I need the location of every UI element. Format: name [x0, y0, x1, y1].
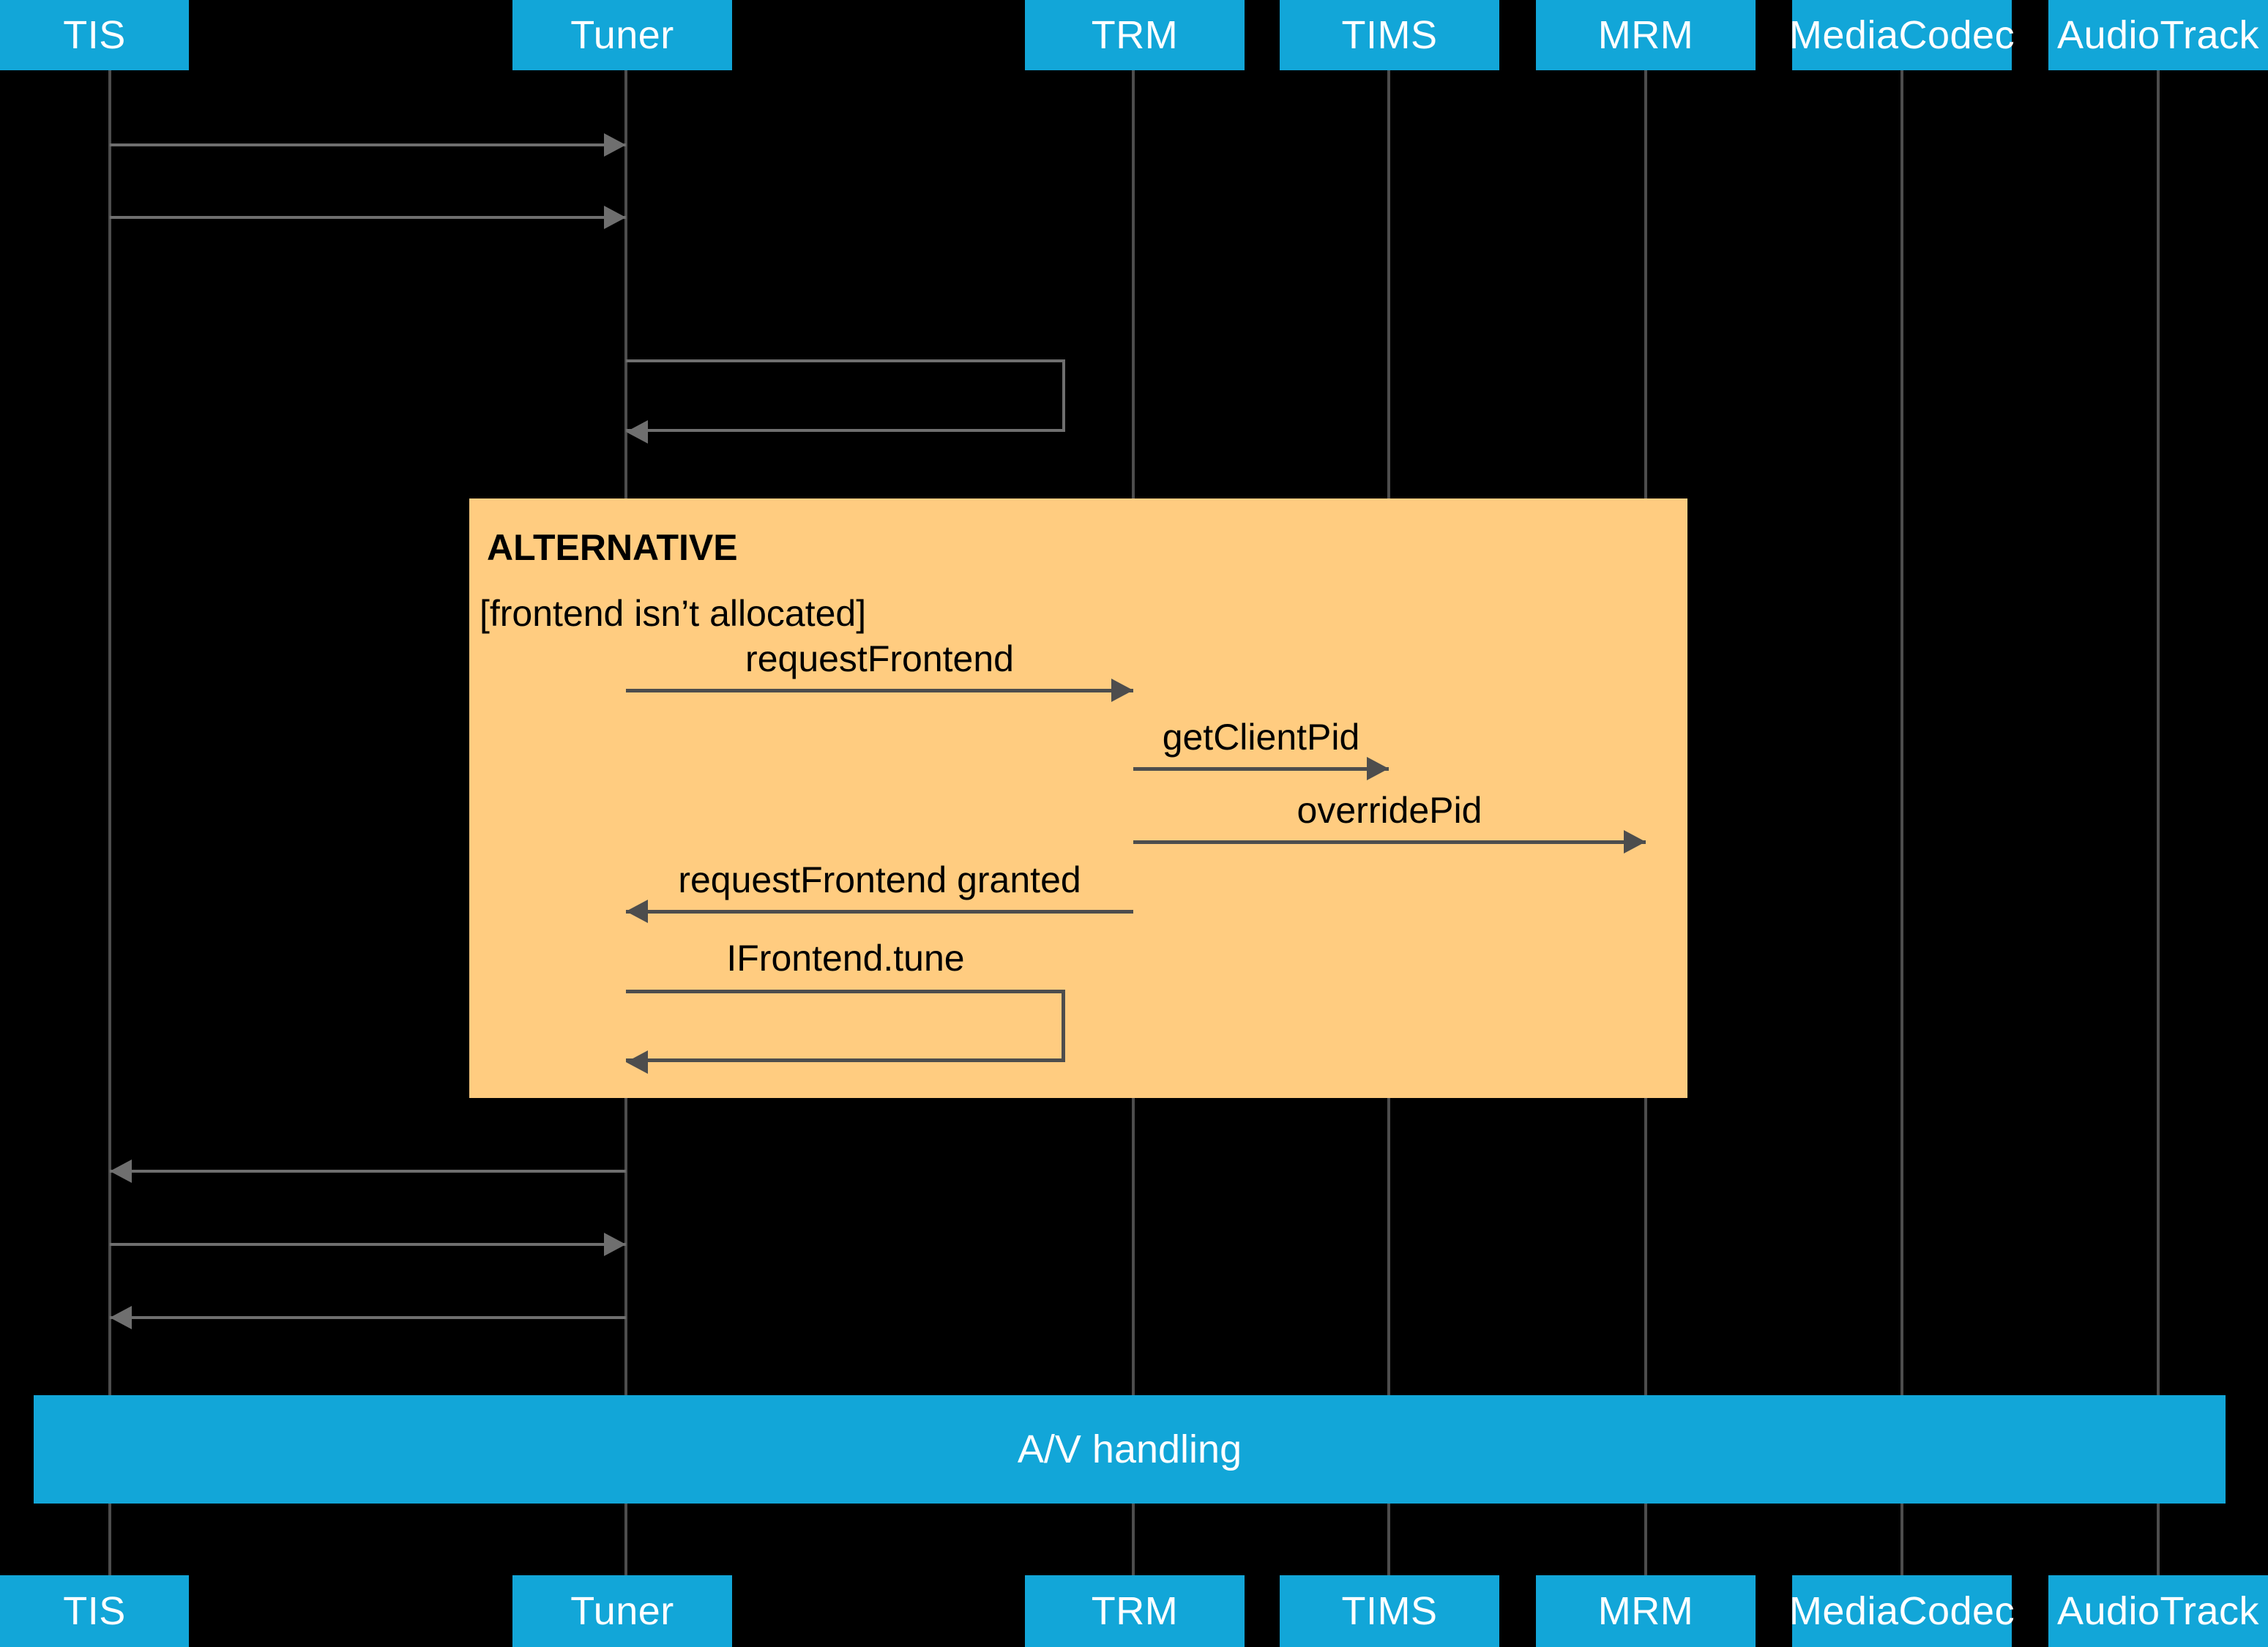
actor-footer-tims[interactable]: TIMS — [1280, 1575, 1499, 1647]
message-line-m9 — [110, 1170, 626, 1173]
actor-footer-mediacodec[interactable]: MediaCodec — [1788, 1575, 2015, 1647]
message-label-m8: IFrontend.tune — [726, 938, 965, 979]
actor-footer-tuner[interactable]: Tuner — [512, 1575, 732, 1647]
message-line-m6 — [1133, 840, 1646, 844]
message-line-m5 — [1133, 767, 1389, 771]
arrow-head-m10 — [604, 1233, 626, 1256]
message-line-m2 — [110, 216, 626, 219]
actor-header-tuner[interactable]: Tuner — [512, 0, 732, 70]
message-label-m7: requestFrontend granted — [678, 859, 1081, 900]
message-line-m7 — [626, 910, 1133, 914]
actor-label: AudioTrack — [2056, 13, 2260, 57]
message-label-m5: getClientPid — [1162, 717, 1360, 758]
arrow-head-m11 — [110, 1306, 132, 1329]
message-line-m10 — [110, 1243, 626, 1246]
actor-label: MediaCodec — [1788, 1589, 2015, 1633]
actor-label: MediaCodec — [1788, 13, 2015, 57]
actor-header-mrm[interactable]: MRM — [1536, 0, 1756, 70]
arrow-head-m6 — [1624, 830, 1646, 854]
actor-footer-trm[interactable]: TRM — [1025, 1575, 1245, 1647]
actor-header-mediacodec[interactable]: MediaCodec — [1788, 0, 2015, 70]
message-line-m11 — [110, 1316, 626, 1319]
actor-header-tims[interactable]: TIMS — [1280, 0, 1499, 70]
actor-label: Tuner — [570, 1589, 674, 1633]
actor-label: TRM — [1091, 1589, 1179, 1633]
self-message-m3 — [626, 359, 1065, 432]
arrow-head-m5 — [1367, 757, 1389, 780]
actor-footer-audiotrack[interactable]: AudioTrack — [2048, 1575, 2268, 1647]
actor-label: TIS — [63, 13, 126, 57]
arrow-head-m1 — [604, 133, 626, 157]
arrow-head-m9 — [110, 1159, 132, 1183]
actor-label: TRM — [1091, 13, 1179, 57]
alt-fragment-frame — [469, 498, 1687, 1098]
message-label-m6: overridePid — [1297, 790, 1482, 831]
actor-label: TIS — [63, 1589, 126, 1633]
actor-label: TIMS — [1341, 13, 1438, 57]
alt-fragment-title: ALTERNATIVE — [487, 527, 738, 568]
lifeline-mediacodec — [1900, 70, 1903, 1575]
alt-fragment-guard: [frontend isn’t allocated] — [480, 593, 867, 634]
arrow-head-m2 — [604, 206, 626, 229]
message-label-m4: requestFrontend — [745, 638, 1014, 679]
lifeline-tis — [108, 70, 111, 1575]
actor-label: AudioTrack — [2056, 1589, 2260, 1633]
lifeline-audiotrack — [2157, 70, 2160, 1575]
arrow-head-m4 — [1111, 679, 1133, 702]
actor-footer-mrm[interactable]: MRM — [1536, 1575, 1756, 1647]
actor-header-audiotrack[interactable]: AudioTrack — [2048, 0, 2268, 70]
arrow-head-m7 — [626, 900, 648, 923]
actor-header-tis[interactable]: TIS — [0, 0, 189, 70]
actor-footer-tis[interactable]: TIS — [0, 1575, 189, 1647]
arrow-head-m3 — [626, 420, 648, 444]
actor-label: Tuner — [570, 13, 674, 57]
message-line-m4 — [626, 689, 1133, 692]
actor-label: MRM — [1597, 13, 1694, 57]
av-handling-bar: A/V handling — [34, 1395, 2226, 1504]
actor-label: MRM — [1597, 1589, 1694, 1633]
arrow-head-m8 — [626, 1050, 648, 1074]
actor-header-trm[interactable]: TRM — [1025, 0, 1245, 70]
actor-label: TIMS — [1341, 1589, 1438, 1633]
self-message-m8 — [626, 990, 1065, 1062]
message-line-m1 — [110, 143, 626, 146]
